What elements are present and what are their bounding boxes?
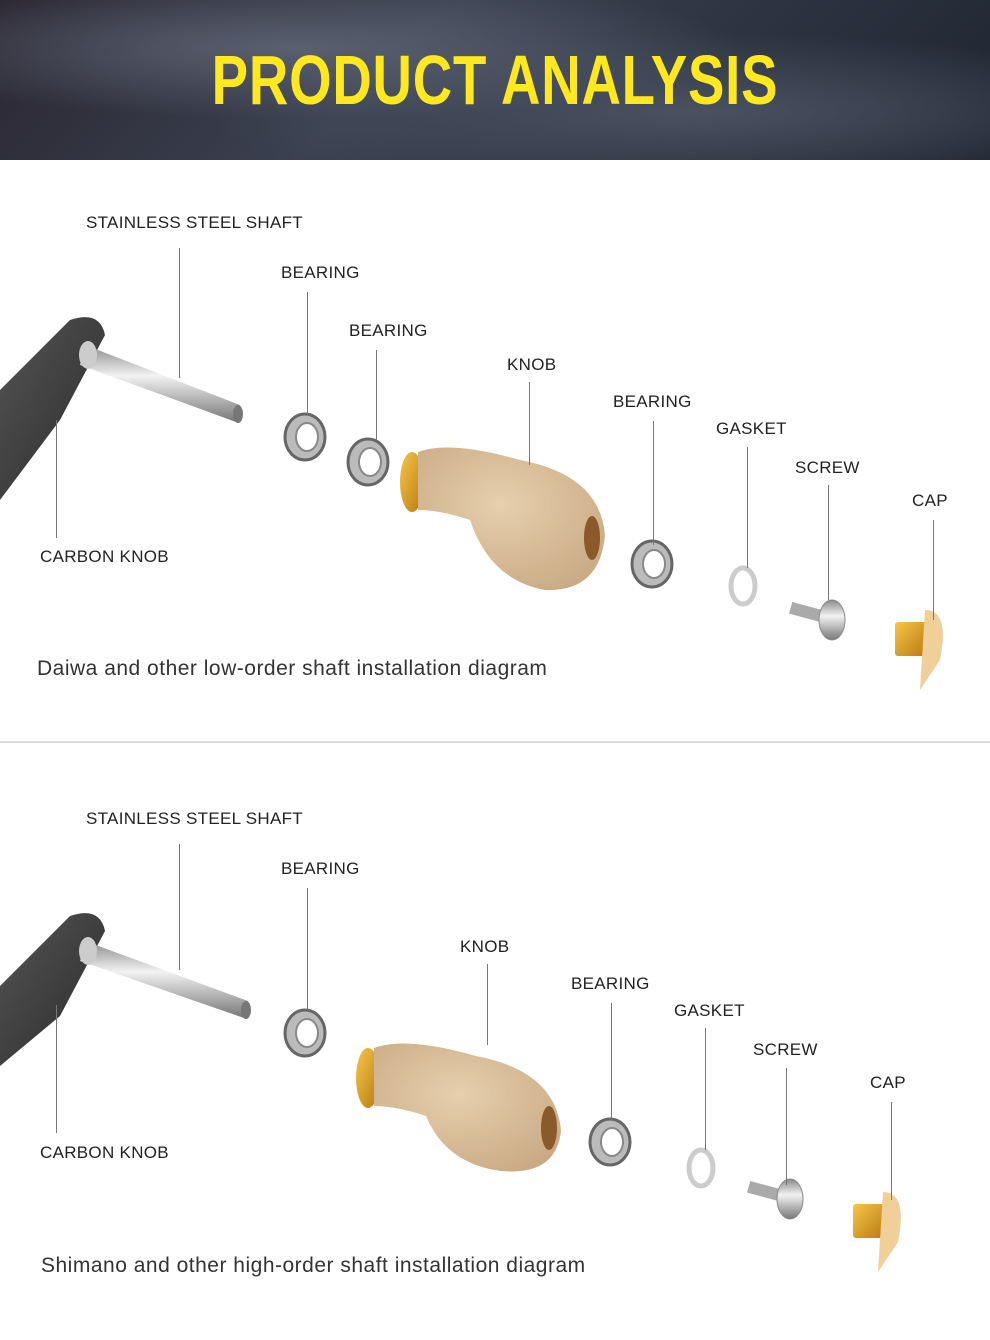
leader-line xyxy=(376,350,377,440)
cork-knob xyxy=(400,447,605,591)
leader-line xyxy=(56,1005,57,1133)
label-bearing: BEARING xyxy=(281,263,360,282)
label-stainless-steel-shaft: STAINLESS STEEL SHAFT xyxy=(86,809,303,828)
leader-line xyxy=(307,292,308,415)
leader-line xyxy=(529,382,530,465)
high-order-diagram-parts xyxy=(0,913,901,1272)
label-cap: CAP xyxy=(912,491,948,510)
label-carbon-knob: CARBON KNOB xyxy=(40,1143,169,1162)
leader-line xyxy=(705,1028,706,1150)
gasket xyxy=(686,1147,716,1189)
carbon-knob-arm xyxy=(0,317,105,500)
diagram-caption: Daiwa and other low-order shaft installa… xyxy=(37,657,548,680)
leader-line xyxy=(56,420,57,538)
leader-line xyxy=(747,447,748,568)
leader-line xyxy=(786,1068,787,1185)
label-gasket: GASKET xyxy=(674,1001,745,1020)
low-order-diagram-parts xyxy=(0,317,943,690)
diagram-caption: Shimano and other high-order shaft insta… xyxy=(41,1254,586,1277)
leader-line xyxy=(891,1102,892,1200)
label-carbon-knob: CARBON KNOB xyxy=(40,547,169,566)
label-bearing: BEARING xyxy=(571,974,650,993)
bearing-2 xyxy=(346,437,390,487)
gasket xyxy=(728,565,758,607)
label-bearing: BEARING xyxy=(613,392,692,411)
label-cap: CAP xyxy=(870,1073,906,1092)
cap xyxy=(895,610,943,690)
label-screw: SCREW xyxy=(795,458,860,477)
label-stainless-steel-shaft: STAINLESS STEEL SHAFT xyxy=(86,213,303,232)
label-bearing: BEARING xyxy=(349,321,428,340)
bearing-1 xyxy=(283,1008,327,1058)
label-screw: SCREW xyxy=(753,1040,818,1059)
leader-line xyxy=(611,1003,612,1120)
cap xyxy=(853,1192,901,1272)
carbon-knob-arm xyxy=(0,913,105,1066)
label-knob: KNOB xyxy=(460,937,510,956)
screw xyxy=(789,599,846,641)
section-divider xyxy=(0,741,990,743)
label-knob: KNOB xyxy=(507,355,557,374)
leader-line xyxy=(487,964,488,1045)
label-gasket: GASKET xyxy=(716,419,787,438)
stainless-steel-shaft xyxy=(79,937,251,1019)
leader-line xyxy=(179,844,180,970)
header-banner: PRODUCT ANALYSIS xyxy=(0,0,990,160)
bearing-3 xyxy=(588,1117,632,1167)
stainless-steel-shaft xyxy=(79,341,243,423)
leader-line xyxy=(307,888,308,1010)
page-title: PRODUCT ANALYSIS xyxy=(211,41,779,119)
bearing-1 xyxy=(283,412,327,462)
leader-line xyxy=(828,485,829,600)
bearing-3 xyxy=(630,539,674,589)
screw xyxy=(747,1178,804,1220)
leader-line xyxy=(653,421,654,545)
leader-line xyxy=(933,520,934,620)
label-bearing: BEARING xyxy=(281,859,360,878)
leader-line xyxy=(179,248,180,378)
cork-knob xyxy=(356,1043,561,1172)
